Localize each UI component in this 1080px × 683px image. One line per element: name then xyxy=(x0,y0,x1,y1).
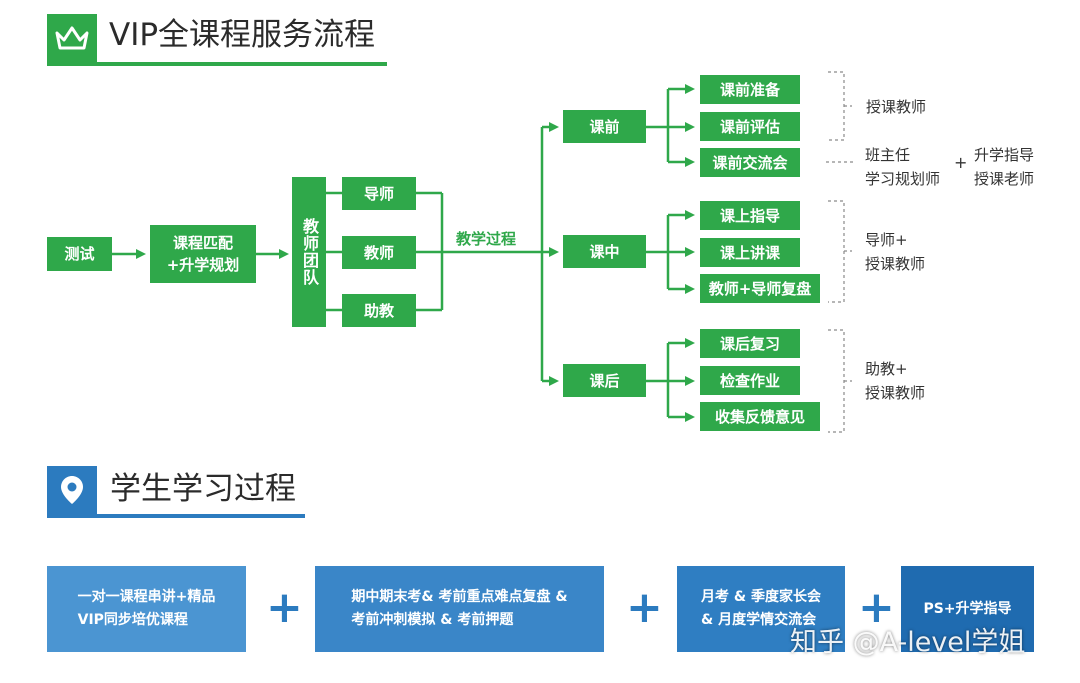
student-step-3: 月考 & 季度家长会 & 月度学情交流会 xyxy=(677,566,845,652)
student-step-4: PS+升学指导 xyxy=(901,566,1034,652)
stage-during: 课中 xyxy=(563,235,646,268)
before-item: 课前准备 xyxy=(700,75,800,104)
note-plus: + xyxy=(954,153,968,172)
crown-icon-box xyxy=(47,14,97,62)
location-pin-icon xyxy=(61,476,83,504)
before-item: 课前交流会 xyxy=(700,148,800,177)
page-title: VIP全课程服务流程 xyxy=(109,17,376,53)
stage-after: 课后 xyxy=(563,364,646,397)
plus-icon: + xyxy=(626,582,663,633)
crown-icon xyxy=(55,26,89,50)
note-before-teacher: 授课教师 xyxy=(866,98,927,116)
tutor-box: 导师 xyxy=(342,177,416,210)
course-match-box: 课程匹配 +升学规划 xyxy=(150,225,256,283)
note-after: 助教+ 授课教师 xyxy=(865,360,926,402)
student-step-1: 一对一课程串讲+精品 VIP同步培优课程 xyxy=(47,566,246,652)
note-during: 导师+ 授课教师 xyxy=(865,231,926,273)
after-item: 检查作业 xyxy=(700,366,800,395)
during-item: 教师+导师复盘 xyxy=(700,274,820,303)
section-underline xyxy=(47,514,305,518)
teacher-box: 教师 xyxy=(342,236,416,269)
teaching-process-label: 教学过程 xyxy=(456,230,517,248)
test-box: 测试 xyxy=(47,237,112,271)
note-before-guidance: 升学指导 授课老师 xyxy=(974,146,1035,188)
assistant-box: 助教 xyxy=(342,294,416,327)
watermark: 知乎 @A-level学姐 xyxy=(790,627,1026,658)
during-item: 课上指导 xyxy=(700,201,800,230)
student-step-2: 期中期末考& 考前重点难点复盘 & 考前冲刺模拟 & 考前押题 xyxy=(315,566,604,652)
plus-icon: + xyxy=(266,582,303,633)
teacher-team-box: 教师团队 xyxy=(292,177,326,327)
note-before-staff: 班主任 学习规划师 xyxy=(865,146,941,188)
plus-icon: + xyxy=(858,582,895,633)
during-item: 课上讲课 xyxy=(700,238,800,267)
stage-before: 课前 xyxy=(563,110,646,143)
after-item: 课后复习 xyxy=(700,329,800,358)
student-section-title: 学生学习过程 xyxy=(110,471,296,507)
after-item: 收集反馈意见 xyxy=(700,402,820,431)
title-underline xyxy=(47,62,387,66)
location-icon-box xyxy=(47,466,97,514)
before-item: 课前评估 xyxy=(700,112,800,141)
